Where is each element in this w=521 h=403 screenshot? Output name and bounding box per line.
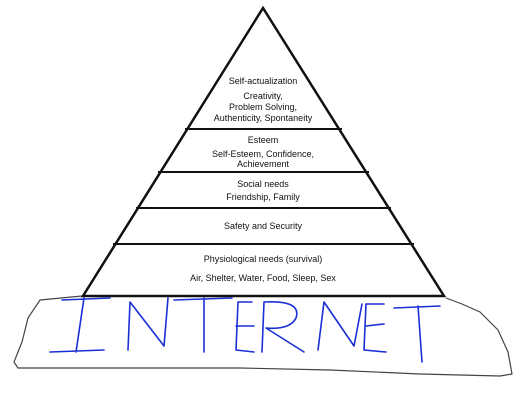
level-detail-line: Achievement [236,159,290,169]
level-detail-line: Air, Shelter, Water, Food, Sleep, Sex [190,273,336,283]
level-detail-line: Friendship, Family [226,192,300,202]
level-detail-line: Problem Solving, [228,102,298,112]
level-detail-line: Creativity, [243,91,283,101]
internet-handwriting [49,297,441,363]
level-detail-line: Self-Esteem, Confidence, [211,149,315,159]
level-title-social: Social needs [237,179,289,189]
level-title-self-actualization: Self-actualization [228,76,298,86]
level-title-esteem: Esteem [247,135,279,145]
rock-foundation-outline [13,295,513,377]
level-title-physiological: Physiological needs (survival) [203,254,323,264]
level-detail-line: Authenticity, Spontaneity [213,113,313,123]
level-title-safety: Safety and Security [223,221,303,231]
pyramid-outline [80,5,447,298]
